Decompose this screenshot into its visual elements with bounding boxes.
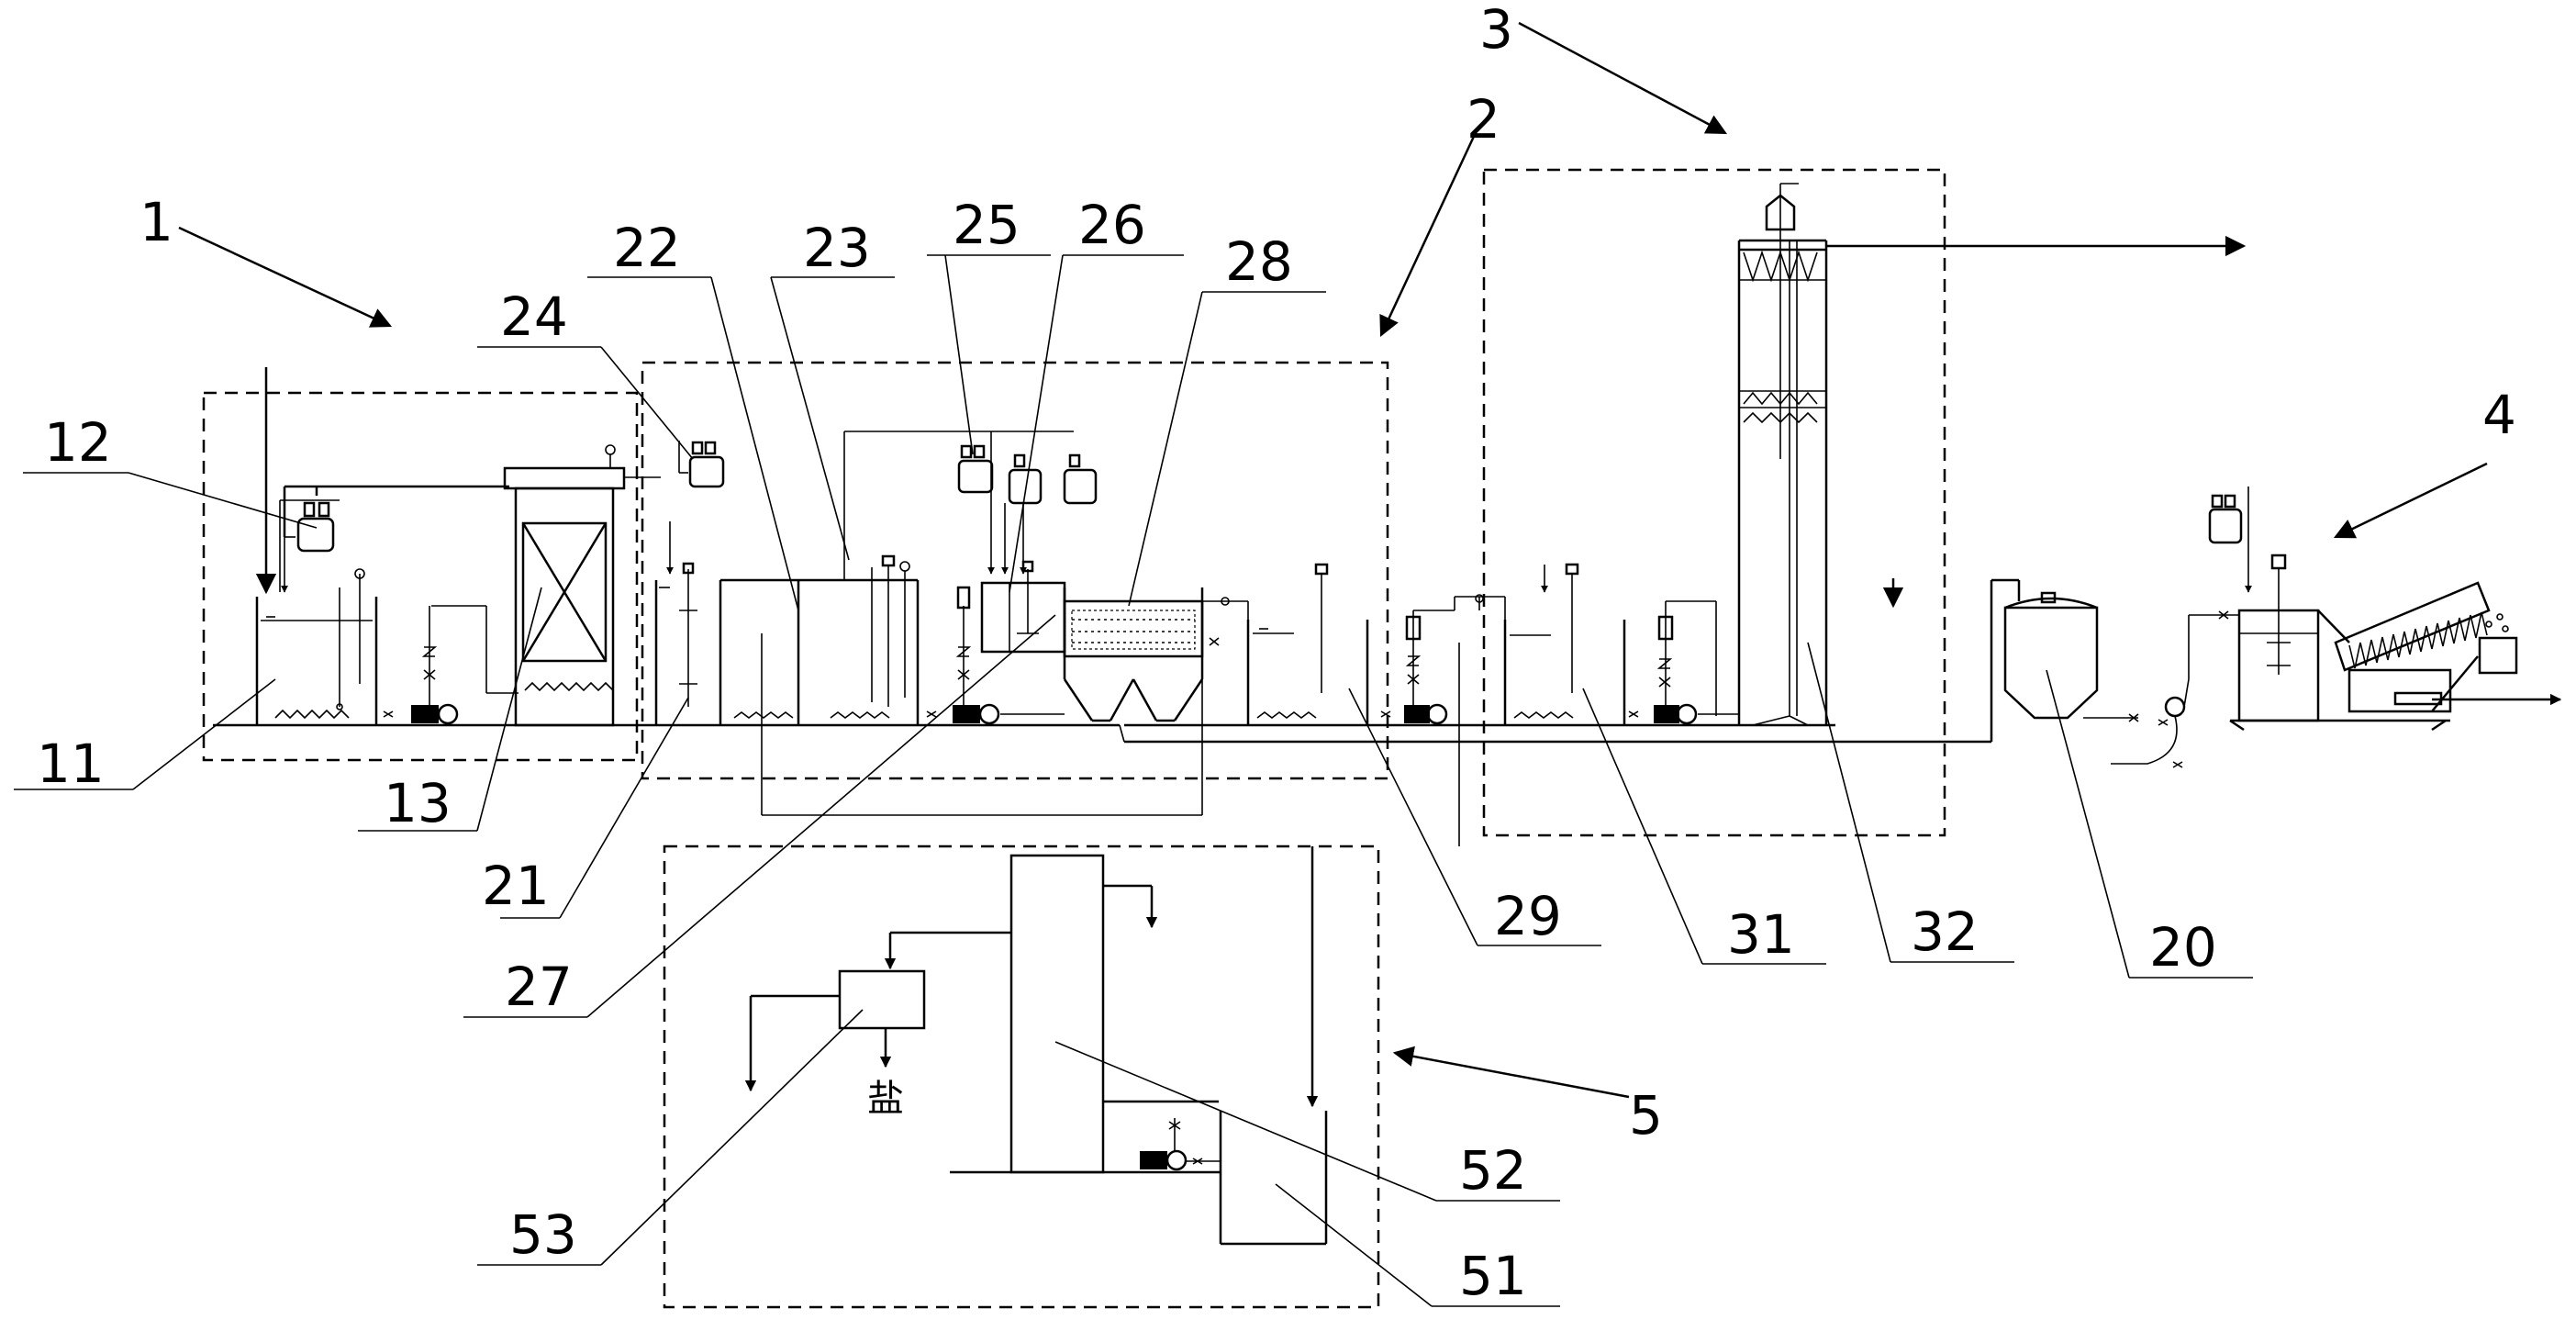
tank-22 [720, 578, 800, 815]
unit-53 [838, 969, 926, 1030]
label-20: 20 [2149, 916, 2217, 979]
reaction-tank-26 [980, 560, 1066, 654]
label-29: 29 [1494, 885, 1562, 947]
label-22: 22 [613, 217, 681, 279]
tower-32 [1737, 183, 1828, 726]
leader-lines [14, 21, 2488, 1307]
tank-23 [798, 554, 920, 725]
baselines [213, 578, 2019, 744]
label-51: 51 [1459, 1245, 1527, 1307]
pump-31 [1628, 600, 1739, 725]
tank-21 [654, 562, 722, 725]
tank-51 [1219, 1111, 1328, 1246]
section-1 [255, 367, 626, 727]
label-2: 2 [1466, 88, 1500, 151]
label-4: 4 [2482, 384, 2516, 446]
section-5 [744, 846, 1328, 1246]
label-11: 11 [37, 733, 105, 795]
pump-1 [383, 606, 459, 725]
label-52: 52 [1459, 1139, 1527, 1202]
boundary-section-5 [663, 845, 1380, 1309]
label-53: 53 [509, 1203, 577, 1266]
label-28: 28 [1225, 230, 1293, 293]
boundary-section-3 [1482, 168, 1946, 837]
dosing-unit-24 [678, 441, 725, 488]
tank-31 [1503, 563, 1626, 725]
boundary-section-1 [202, 391, 639, 762]
tank-4 [2212, 554, 2350, 722]
reactor-13 [503, 444, 626, 727]
section-boundaries [202, 168, 1946, 1309]
label-12: 12 [44, 411, 112, 474]
label-salt: 盐 [867, 1078, 904, 1120]
pump-5 [1140, 1118, 1221, 1171]
pump-2 [926, 586, 1065, 725]
label-23: 23 [803, 217, 871, 279]
labels: 1 2 3 4 5 11 12 13 20 21 22 23 24 25 26 … [37, 0, 2516, 1307]
pump-29 [1380, 596, 1506, 725]
label-26: 26 [1078, 194, 1146, 256]
label-13: 13 [384, 772, 452, 834]
boundary-section-2 [641, 361, 1389, 780]
unit-52 [1009, 854, 1105, 1174]
tank-20 [2003, 580, 2212, 768]
label-1: 1 [139, 191, 173, 253]
tank-11 [255, 568, 378, 725]
label-32: 32 [1911, 901, 1979, 963]
label-25: 25 [953, 194, 1020, 256]
label-27: 27 [505, 956, 573, 1018]
tank-29 [1246, 563, 1369, 725]
label-5: 5 [1629, 1084, 1663, 1147]
label-31: 31 [1727, 903, 1795, 966]
section-2 [624, 431, 1506, 846]
label-3: 3 [1479, 0, 1513, 61]
dosing-unit-12 [279, 499, 340, 592]
clarifier-28 [1063, 587, 1220, 722]
label-24: 24 [500, 285, 568, 348]
section-4 [2208, 487, 2562, 732]
section-3 [1475, 183, 2247, 726]
screw-conveyor [2334, 581, 2518, 713]
label-21: 21 [482, 855, 550, 917]
